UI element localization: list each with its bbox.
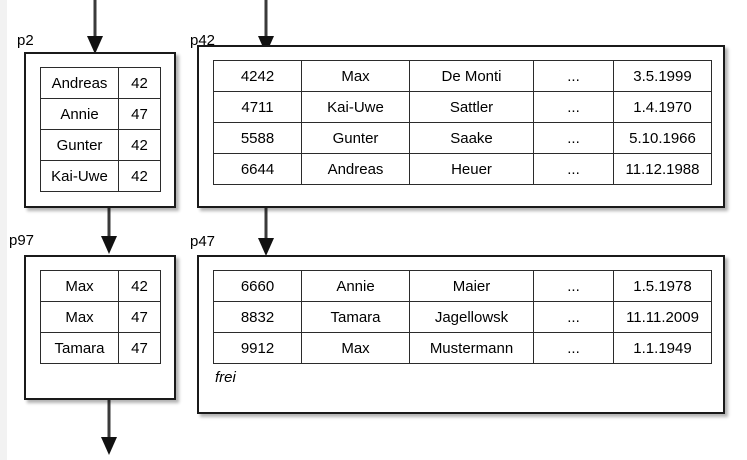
cell-date: 1.4.1970 [613, 91, 712, 123]
cell-bucket: 47 [118, 332, 161, 364]
cell-more: ... [533, 122, 614, 154]
table-row: Max 42 [40, 270, 161, 302]
cell-firstname: Annie [301, 270, 410, 302]
arrow-into-p2 [87, 0, 103, 54]
cell-lastname: Jagellowsk [409, 301, 534, 333]
table-row: Tamara 47 [40, 332, 161, 364]
cell-id: 5588 [213, 122, 302, 154]
cell-more: ... [533, 332, 614, 364]
cell-name: Max [40, 301, 119, 333]
page-label-p97: p97 [9, 232, 35, 249]
table-row: 4711 Kai-Uwe Sattler ... 1.4.1970 [213, 91, 712, 123]
record-table-p2: Andreas 42 Annie 47 Gunter 42 Kai-Uwe 42 [40, 67, 161, 192]
cell-name: Annie [40, 98, 119, 130]
cell-more: ... [533, 60, 614, 92]
table-row: Andreas 42 [40, 67, 161, 99]
cell-bucket: 47 [118, 98, 161, 130]
cell-lastname: Saake [409, 122, 534, 154]
table-row: 4242 Max De Monti ... 3.5.1999 [213, 60, 712, 92]
cell-firstname: Tamara [301, 301, 410, 333]
cell-date: 1.1.1949 [613, 332, 712, 364]
cell-lastname: Sattler [409, 91, 534, 123]
cell-name: Tamara [40, 332, 119, 364]
cell-bucket: 42 [118, 129, 161, 161]
cell-more: ... [533, 270, 614, 302]
arrow-p42-to-p47 [258, 204, 274, 256]
page-box-p42: 4242 Max De Monti ... 3.5.1999 4711 Kai-… [197, 45, 725, 208]
cell-firstname: Andreas [301, 153, 410, 185]
cell-id: 9912 [213, 332, 302, 364]
cell-name: Andreas [40, 67, 119, 99]
cell-name: Kai-Uwe [40, 160, 119, 192]
cell-date: 11.11.2009 [613, 301, 712, 333]
cell-bucket: 42 [118, 270, 161, 302]
record-table-p97: Max 42 Max 47 Tamara 47 [40, 270, 161, 364]
cell-lastname: Heuer [409, 153, 534, 185]
record-table-p47: 6660 Annie Maier ... 1.5.1978 8832 Tamar… [213, 270, 712, 364]
page-label-p47: p47 [190, 233, 216, 250]
cell-lastname: Mustermann [409, 332, 534, 364]
table-row: 6644 Andreas Heuer ... 11.12.1988 [213, 153, 712, 185]
cell-date: 1.5.1978 [613, 270, 712, 302]
cell-name: Gunter [40, 129, 119, 161]
cell-id: 8832 [213, 301, 302, 333]
table-row: Gunter 42 [40, 129, 161, 161]
page-label-p2: p2 [17, 32, 34, 49]
cell-id: 4711 [213, 91, 302, 123]
cell-id: 6644 [213, 153, 302, 185]
page-box-p2: Andreas 42 Annie 47 Gunter 42 Kai-Uwe 42 [24, 52, 176, 208]
table-row: 8832 Tamara Jagellowsk ... 11.11.2009 [213, 301, 712, 333]
arrow-out-of-p97 [101, 399, 117, 455]
table-row: Max 47 [40, 301, 161, 333]
cell-date: 3.5.1999 [613, 60, 712, 92]
cell-more: ... [533, 91, 614, 123]
cell-firstname: Max [301, 60, 410, 92]
table-row: 5588 Gunter Saake ... 5.10.1966 [213, 122, 712, 154]
page-box-p97: Max 42 Max 47 Tamara 47 [24, 255, 176, 400]
record-table-p42: 4242 Max De Monti ... 3.5.1999 4711 Kai-… [213, 60, 712, 185]
cell-bucket: 42 [118, 160, 161, 192]
cell-id: 4242 [213, 60, 302, 92]
cell-lastname: Maier [409, 270, 534, 302]
cell-name: Max [40, 270, 119, 302]
cell-bucket: 47 [118, 301, 161, 333]
free-space-label: frei [215, 369, 236, 386]
cell-id: 6660 [213, 270, 302, 302]
cell-firstname: Max [301, 332, 410, 364]
cell-lastname: De Monti [409, 60, 534, 92]
cell-firstname: Kai-Uwe [301, 91, 410, 123]
left-edge-strip [0, 0, 7, 460]
table-row: Kai-Uwe 42 [40, 160, 161, 192]
cell-bucket: 42 [118, 67, 161, 99]
cell-date: 11.12.1988 [613, 153, 712, 185]
cell-more: ... [533, 301, 614, 333]
table-row: 6660 Annie Maier ... 1.5.1978 [213, 270, 712, 302]
cell-more: ... [533, 153, 614, 185]
cell-firstname: Gunter [301, 122, 410, 154]
page-box-p47: 6660 Annie Maier ... 1.5.1978 8832 Tamar… [197, 255, 725, 414]
table-row: Annie 47 [40, 98, 161, 130]
table-row: 9912 Max Mustermann ... 1.1.1949 [213, 332, 712, 364]
cell-date: 5.10.1966 [613, 122, 712, 154]
page-label-p42: p42 [190, 32, 216, 49]
